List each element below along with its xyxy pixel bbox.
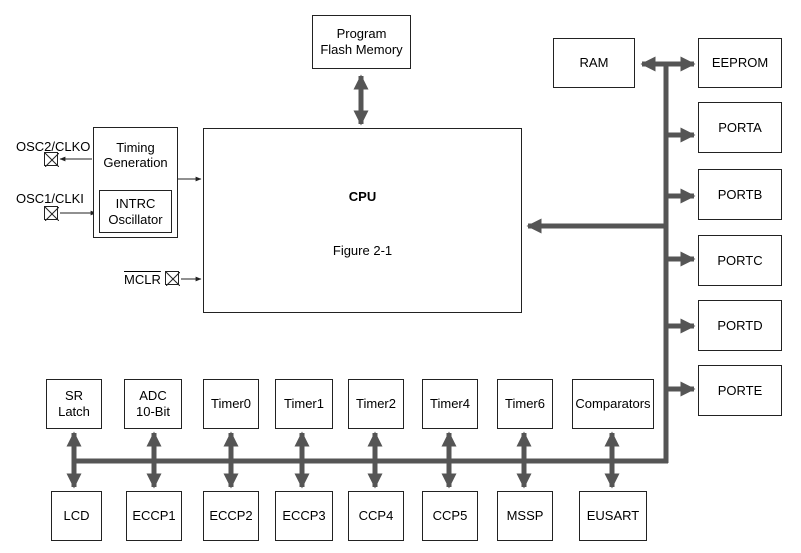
program-flash-memory-block: Program Flash Memory — [312, 15, 411, 69]
osc1-clki-label: OSC1/CLKI — [16, 191, 84, 206]
cpu-figure-label: Figure 2-1 — [332, 243, 393, 258]
intrc-oscillator-block: INTRC Oscillator — [99, 190, 172, 233]
osc2-pin-icon — [44, 152, 59, 167]
cpu-title: CPU — [348, 189, 377, 204]
timing-generation-label: Timing Generation — [103, 140, 168, 170]
peripheral-top-block: Timer1 — [275, 379, 333, 429]
peripheral-bottom-block: ECCP2 — [203, 491, 259, 541]
port-block: PORTB — [698, 169, 782, 220]
ram-block: RAM — [553, 38, 635, 88]
peripheral-bottom-block: CCP5 — [422, 491, 478, 541]
port-block: PORTC — [698, 235, 782, 286]
peripheral-bottom-block: MSSP — [497, 491, 553, 541]
peripheral-top-block: SR Latch — [46, 379, 102, 429]
peripheral-top-block: Timer0 — [203, 379, 259, 429]
osc1-pin-icon — [44, 206, 59, 221]
peripheral-top-block: ADC 10-Bit — [124, 379, 182, 429]
peripheral-bottom-block: CCP4 — [348, 491, 404, 541]
mclr-pin-icon — [165, 271, 180, 286]
peripheral-top-block: Timer4 — [422, 379, 478, 429]
peripheral-bottom-block: ECCP1 — [126, 491, 182, 541]
osc2-clko-label: OSC2/CLKO — [16, 139, 91, 154]
timing-generation-block: Timing Generation INTRC Oscillator — [93, 127, 178, 238]
peripheral-bottom-block: ECCP3 — [275, 491, 333, 541]
peripheral-top-block: Comparators — [572, 379, 654, 429]
port-block: PORTA — [698, 102, 782, 153]
peripheral-top-block: Timer2 — [348, 379, 404, 429]
peripheral-bottom-block: LCD — [51, 491, 102, 541]
cpu-block: CPU Figure 2-1 — [203, 128, 522, 313]
port-block: PORTD — [698, 300, 782, 351]
peripheral-top-block: Timer6 — [497, 379, 553, 429]
peripheral-bottom-block: EUSART — [579, 491, 647, 541]
port-block: PORTE — [698, 365, 782, 416]
mclr-label: MCLR — [124, 272, 161, 287]
eeprom-block: EEPROM — [698, 38, 782, 88]
